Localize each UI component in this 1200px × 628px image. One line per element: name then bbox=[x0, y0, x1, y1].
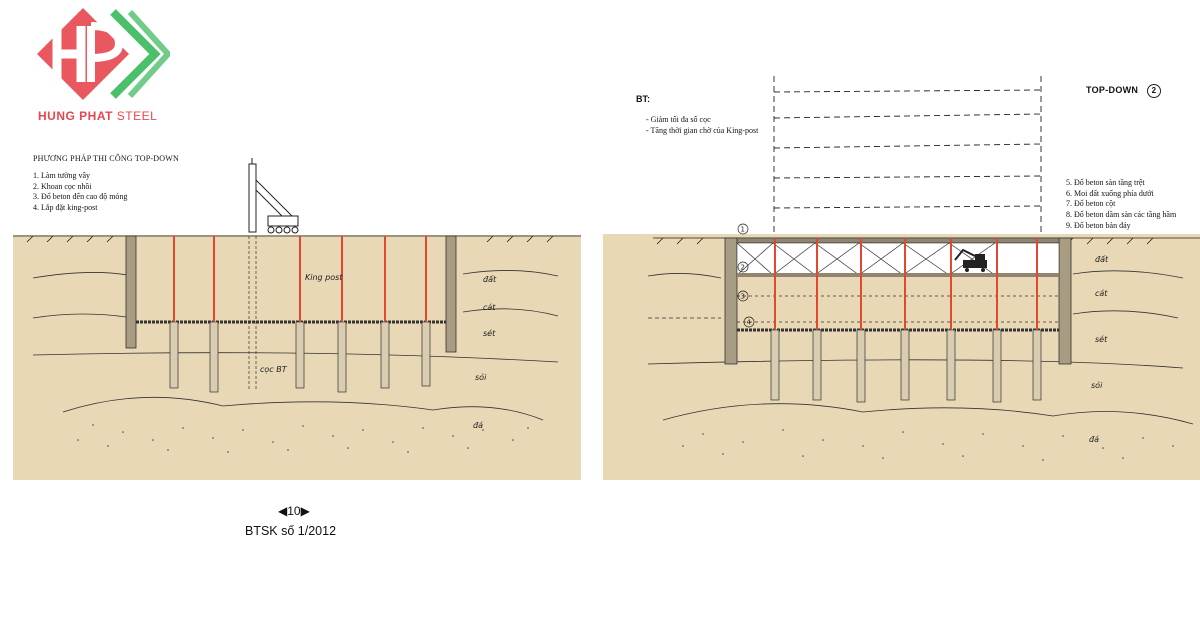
right-step: 7. Đổ beton cột bbox=[1066, 199, 1116, 209]
left-step: 3. Đổ beton đến cao độ móng bbox=[33, 192, 128, 201]
left-step: 4. Lắp đặt king-post bbox=[33, 202, 98, 212]
label-soil-3: sét bbox=[483, 328, 496, 338]
level-markers bbox=[737, 223, 755, 328]
right-step: 9. Đổ beton bản đáy bbox=[1066, 220, 1131, 230]
label-soil-5: đá bbox=[1089, 435, 1099, 444]
right-steps-list: 5. Đổ beton sàn tầng trệt 6. Moi đất xuố… bbox=[1066, 178, 1176, 232]
ground-floor-slab bbox=[736, 237, 1060, 244]
soil-strata bbox=[647, 270, 1194, 425]
basement-bracing bbox=[736, 242, 996, 276]
page-number: 10 bbox=[287, 504, 301, 518]
label-pile: cọc BT bbox=[260, 365, 288, 374]
bt-label: BT: bbox=[636, 94, 650, 104]
diaphragm-wall bbox=[1058, 237, 1072, 365]
excavator-icon bbox=[954, 248, 987, 272]
label-soil-4: sỏi bbox=[1091, 380, 1103, 390]
level-mark-4: 4 bbox=[747, 319, 752, 327]
goal-item: - Tăng thời gian chờ của King-post bbox=[646, 125, 759, 135]
right-title-text: TOP-DOWN bbox=[1086, 85, 1139, 95]
goals-list: - Giảm tối đa số cọc - Tăng thời gian ch… bbox=[646, 115, 758, 136]
left-heading: PHƯƠNG PHÁP THI CÔNG TOP-DOWN bbox=[33, 154, 179, 163]
king-posts bbox=[173, 236, 427, 322]
label-soil-1: đất bbox=[1095, 254, 1109, 264]
left-step: 2. Khoan cọc nhồi bbox=[33, 181, 92, 191]
label-soil-1: đất bbox=[483, 274, 497, 284]
pager: ◀10▶ bbox=[278, 504, 310, 518]
right-title-num: 2 bbox=[1147, 84, 1162, 98]
goal-item: - Giảm tối đa số cọc bbox=[646, 115, 711, 124]
level-mark-1: 1 bbox=[741, 226, 745, 234]
brand-name-part2: STEEL bbox=[116, 109, 158, 123]
label-soil-2: cát bbox=[1095, 289, 1108, 298]
excavated-basement bbox=[736, 242, 1060, 276]
level-mark-2: 2 bbox=[741, 264, 745, 272]
right-title: TOP-DOWN 2 bbox=[1086, 84, 1162, 98]
right-step: 8. Đổ beton dầm sàn các tầng hầm bbox=[1066, 210, 1177, 220]
right-sketch-panel: 1 2 3 4 đất cát sét sỏi đá bbox=[603, 76, 1200, 480]
rock-dots bbox=[77, 424, 529, 453]
drill-rig-icon bbox=[248, 158, 299, 234]
next-page-icon[interactable]: ▶ bbox=[300, 504, 310, 518]
label-kingpost: King post bbox=[305, 273, 343, 282]
diaphragm-wall bbox=[445, 235, 457, 353]
ground-line bbox=[13, 235, 581, 243]
right-step: 6. Moi đất xuống phía dưới bbox=[1066, 188, 1154, 198]
right-step: 5. Đổ beton sàn tầng trệt bbox=[1066, 178, 1145, 187]
label-soil-3: sét bbox=[1095, 334, 1108, 344]
prev-page-icon[interactable]: ◀ bbox=[278, 504, 288, 518]
logo-mark-icon bbox=[37, 8, 170, 100]
drill-hole bbox=[248, 236, 257, 390]
diaphragm-wall bbox=[125, 235, 137, 349]
hung-phat-logo bbox=[37, 8, 170, 100]
level-mark-3: 3 bbox=[741, 293, 745, 301]
label-soil-5: đá bbox=[473, 421, 483, 430]
diaphragm-wall bbox=[724, 237, 738, 365]
king-posts bbox=[774, 238, 1038, 330]
left-steps-list: 1. Làm tường vây 2. Khoan cọc nhồi 3. Đổ… bbox=[33, 171, 127, 213]
brand-name: HUNG PHAT STEEL bbox=[38, 109, 157, 123]
label-soil-2: cát bbox=[483, 303, 496, 312]
brand-name-part1: HUNG PHAT bbox=[38, 109, 113, 123]
future-building-outline bbox=[773, 76, 1042, 234]
left-sketch-panel: King post cọc BT đất cát sét sỏi đá bbox=[13, 158, 581, 480]
caption: BTSK số 1/2012 bbox=[245, 524, 337, 538]
label-soil-4: sỏi bbox=[475, 372, 487, 382]
rock-dots bbox=[682, 429, 1174, 461]
basement-floor-slab bbox=[737, 273, 1059, 277]
left-step: 1. Làm tường vây bbox=[33, 171, 90, 180]
